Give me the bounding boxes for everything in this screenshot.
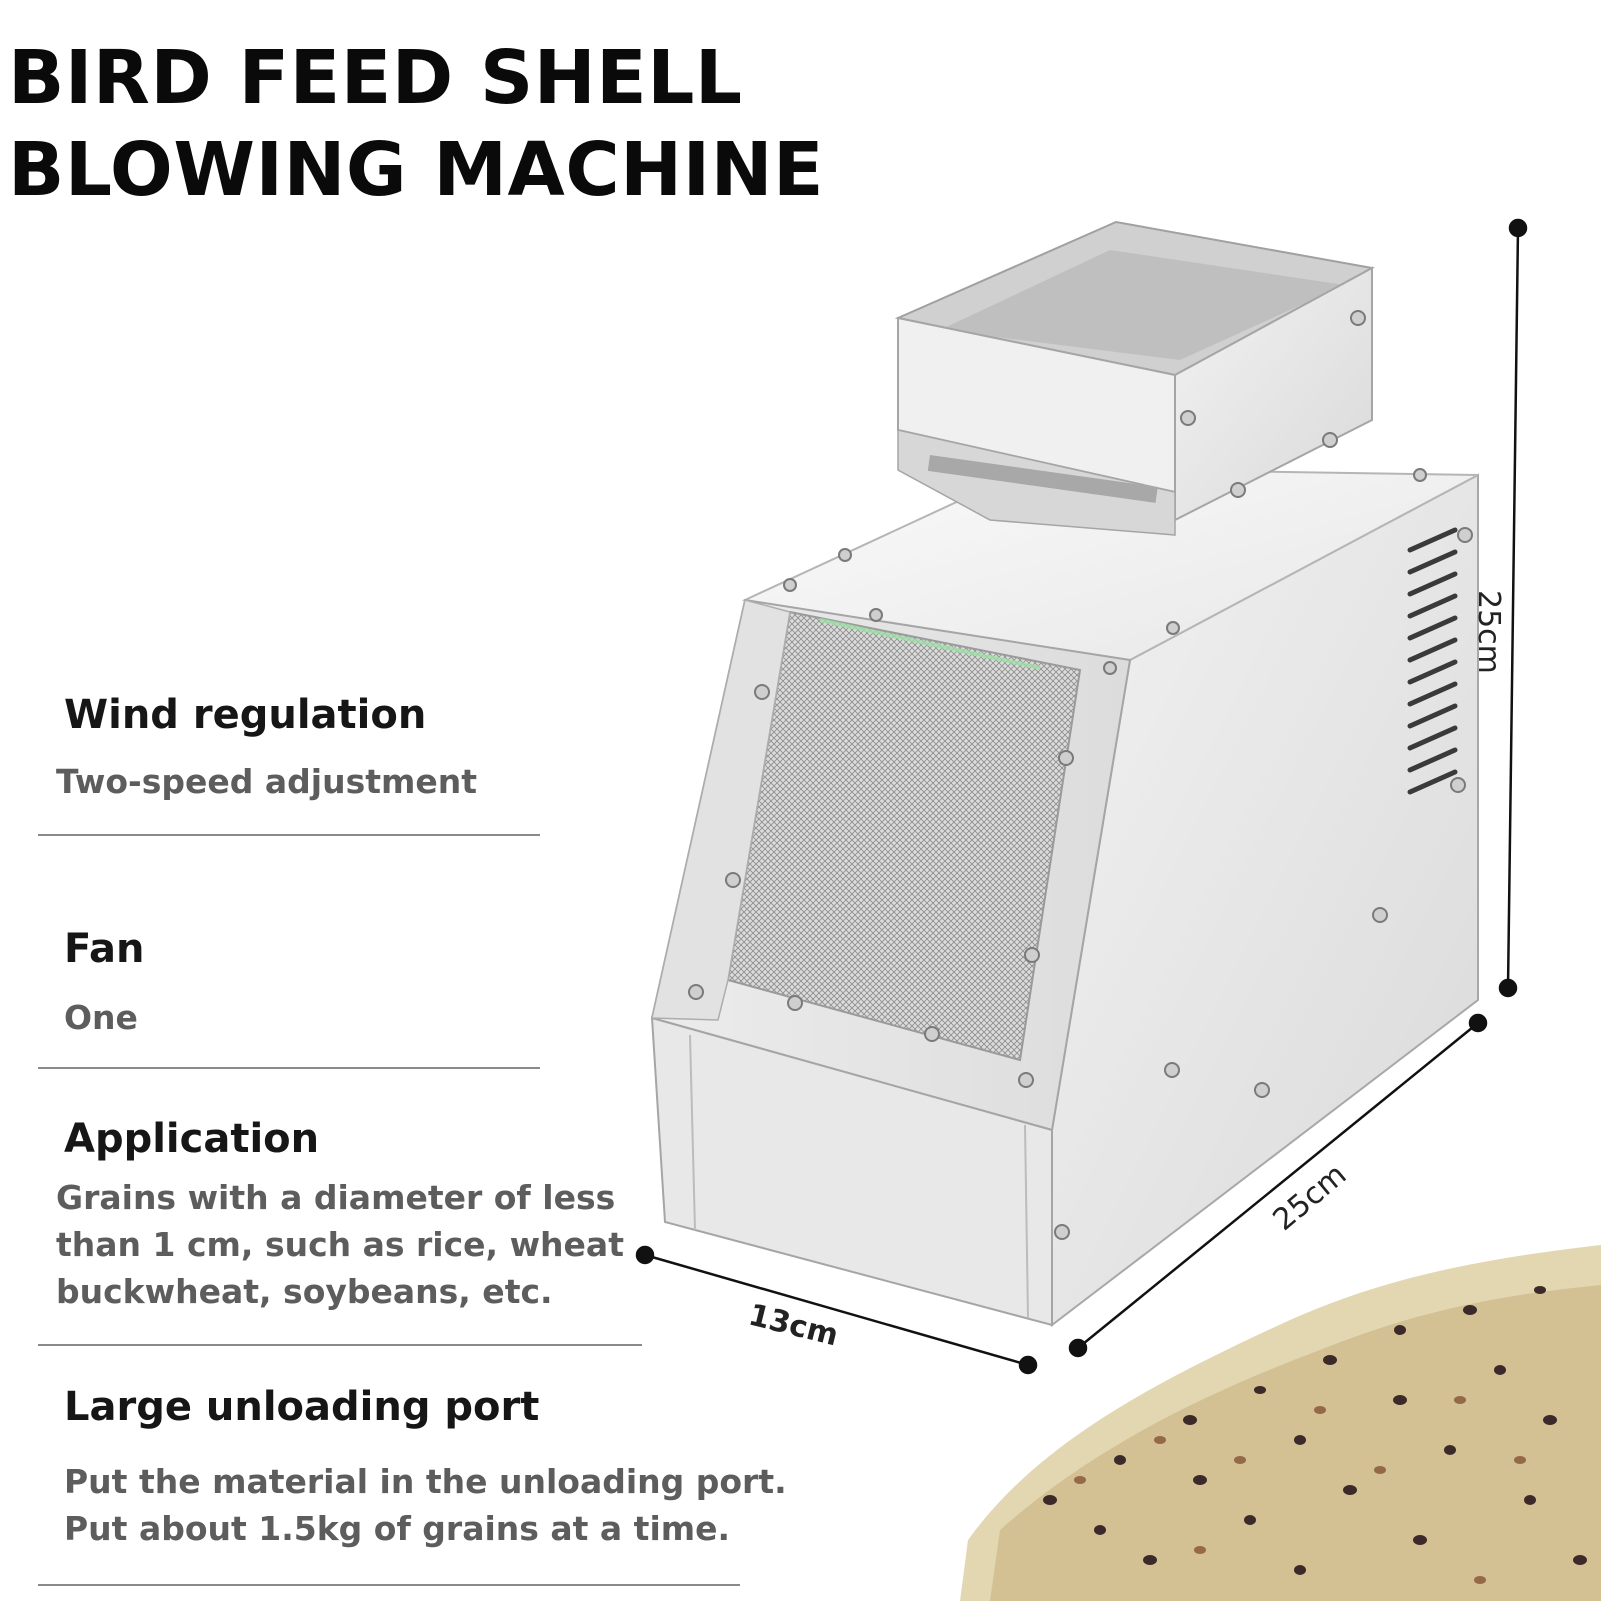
divider xyxy=(38,1584,740,1586)
vent-slots xyxy=(1407,527,1458,795)
spec-value-line: than 1 cm, such as rice, wheat xyxy=(56,1225,624,1264)
spec-heading: Application xyxy=(64,1116,320,1162)
spec-value: One xyxy=(64,998,138,1037)
machine-body xyxy=(650,466,1479,1328)
spec-value-line: Put the material in the unloading port. xyxy=(64,1462,787,1501)
spec-value: Two-speed adjustment xyxy=(56,762,478,801)
spec-wind-regulation: Wind regulation Two-speed adjustment xyxy=(0,692,640,801)
spec-heading: Fan xyxy=(64,926,145,972)
title-line-2: BLOWING MACHINE xyxy=(8,127,825,213)
spec-fan: Fan One xyxy=(0,926,640,1037)
spec-value-line: Grains with a diameter of less xyxy=(56,1178,616,1217)
spec-value-line: Put about 1.5kg of grains at a time. xyxy=(64,1509,731,1548)
seed-pile xyxy=(960,1245,1601,1601)
page-title: BIRD FEED SHELL BLOWING MACHINE xyxy=(8,32,824,216)
hopper xyxy=(894,220,1375,536)
spec-application: Application Grains with a diameter of le… xyxy=(0,1116,640,1315)
spec-unloading-port: Large unloading port Put the material in… xyxy=(0,1384,800,1552)
dimension-height-label: 25cm xyxy=(1471,590,1506,674)
divider xyxy=(38,834,540,836)
spec-heading: Wind regulation xyxy=(64,692,427,738)
dimension-lines xyxy=(635,218,1528,1375)
spec-heading: Large unloading port xyxy=(64,1384,540,1430)
divider xyxy=(38,1344,642,1346)
spec-value-line: buckwheat, soybeans, etc. xyxy=(56,1272,553,1311)
title-line-1: BIRD FEED SHELL xyxy=(8,35,743,121)
divider xyxy=(38,1067,540,1069)
screws xyxy=(688,310,1473,1240)
